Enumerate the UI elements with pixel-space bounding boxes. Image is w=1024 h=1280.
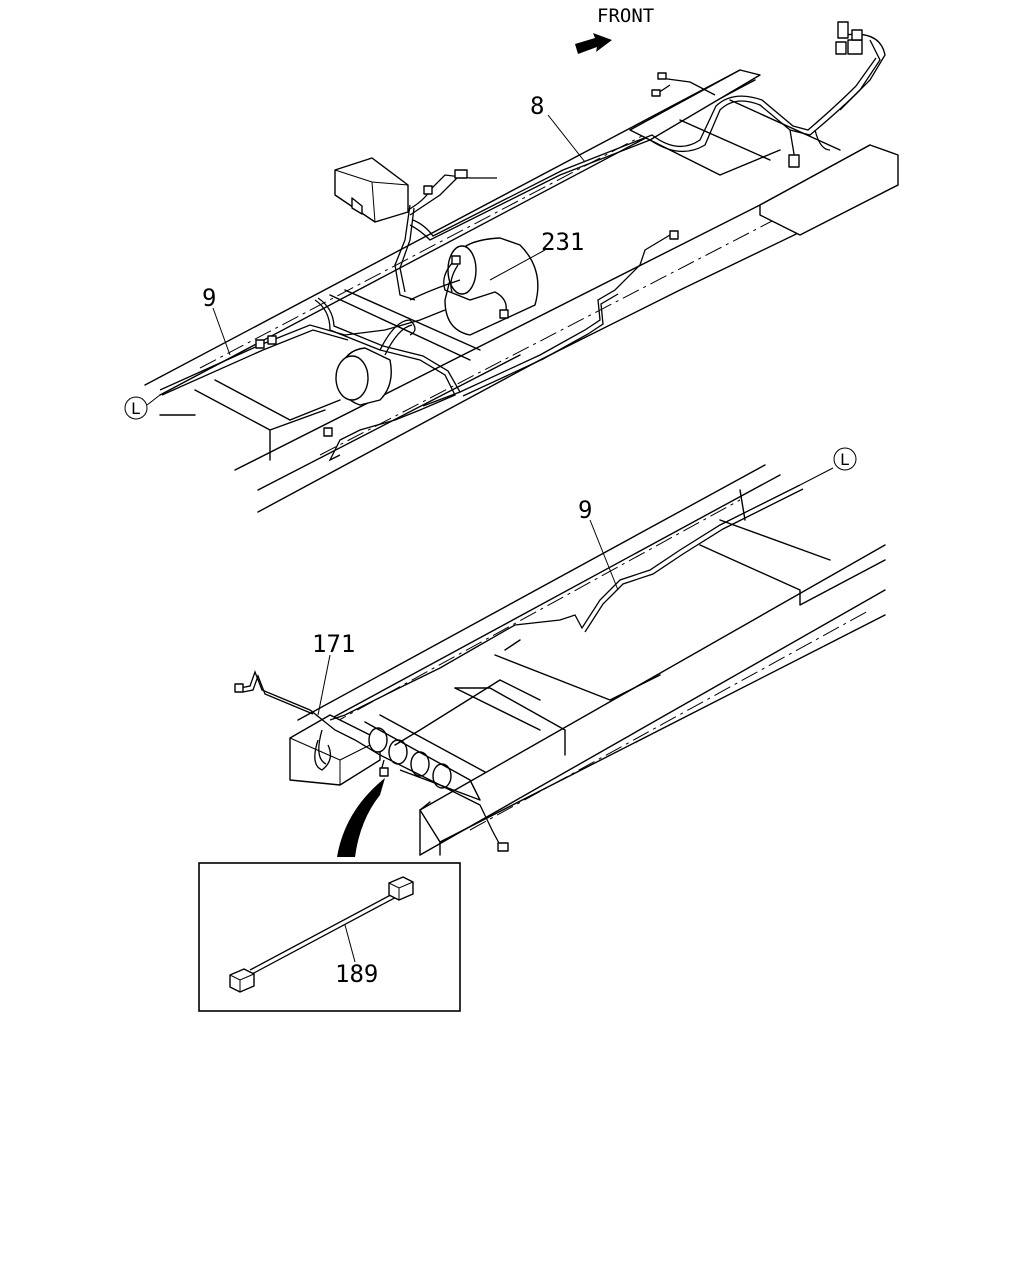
callout-171: 171 (312, 630, 355, 658)
harness-9-upper (159, 230, 679, 462)
svg-text:L: L (840, 450, 850, 469)
detail-pointer-arrow-icon (337, 778, 385, 857)
arrow-right-icon (575, 33, 612, 54)
connection-marker-upper: L (124, 394, 161, 420)
detail-inset-189: 189 (198, 862, 461, 1012)
front-label: FRONT (597, 5, 654, 27)
callout-231: 231 (541, 228, 584, 256)
harness-9-lower (329, 467, 834, 721)
upper-chassis-frame (144, 69, 899, 513)
callout-189: 189 (335, 960, 378, 988)
harness-8 (394, 21, 886, 301)
harness-231 (409, 255, 509, 319)
callout-9-lower: 9 (578, 496, 592, 524)
front-indicator: FRONT (575, 5, 654, 54)
callout-leaders-lower (317, 519, 619, 716)
svg-text:L: L (131, 399, 141, 418)
harness-171 (234, 670, 509, 852)
callout-8: 8 (530, 92, 544, 120)
connection-marker-lower: L (833, 447, 857, 471)
lower-chassis-frame (289, 464, 886, 856)
callout-9-upper: 9 (202, 284, 216, 312)
callout-leaders-upper (212, 114, 586, 356)
